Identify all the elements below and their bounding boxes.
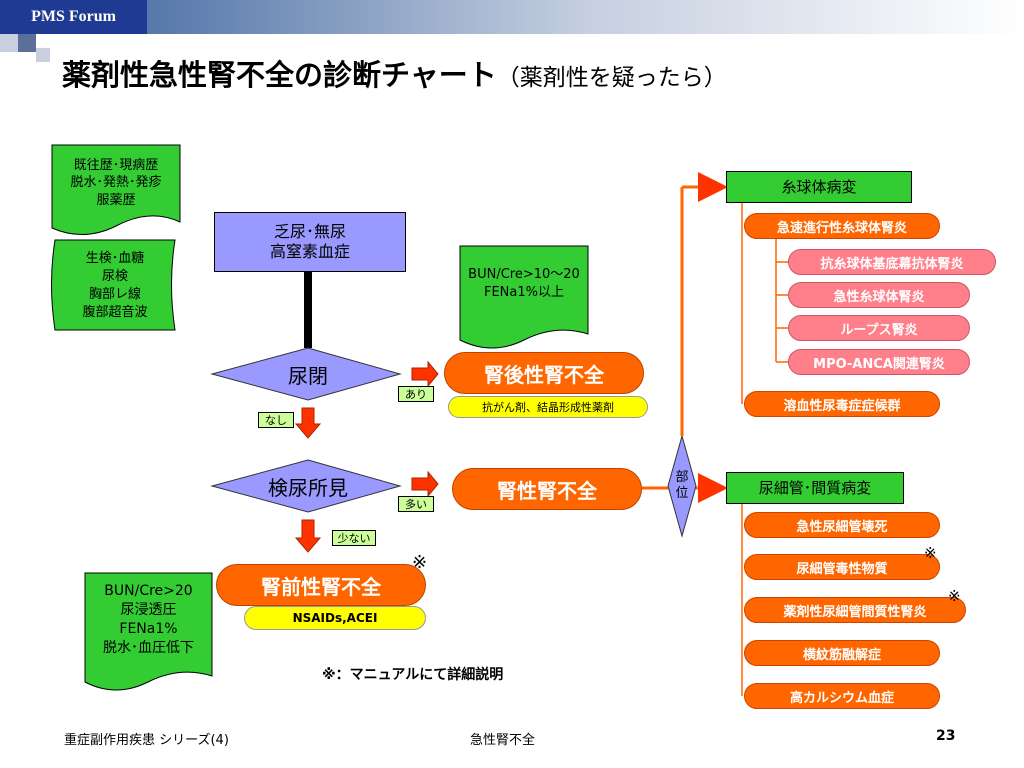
page-title: 薬剤性急性腎不全の診断チャート（薬剤性を疑ったら） bbox=[62, 52, 727, 94]
many-label: 多い bbox=[398, 496, 434, 512]
site-label-char: 部 bbox=[675, 470, 689, 486]
history-line: 脱水･発熱･発疹 bbox=[70, 175, 162, 191]
tubular-asterisk: ※ bbox=[924, 544, 937, 562]
prerenal-criteria-line: 脱水･血圧低下 bbox=[103, 639, 194, 656]
tests-note-shape bbox=[51, 239, 176, 331]
tubular-item: 高カルシウム血症 bbox=[744, 683, 940, 709]
no-label: なし bbox=[258, 412, 294, 428]
tests-line: 尿検 bbox=[101, 268, 128, 284]
renal-criteria-note: BUN/Cre>10～20 FENa1%以上 bbox=[460, 262, 588, 306]
title-main: 薬剤性急性腎不全の診断チャート bbox=[62, 58, 497, 92]
tests-note: 生検･血糖 尿検 胸部レ線 腹部超音波 bbox=[55, 244, 175, 328]
page-number: 23 bbox=[936, 728, 956, 744]
prerenal-criteria-note: BUN/Cre>20 尿浸透圧 FENa1% 脱水･血圧低下 bbox=[85, 578, 212, 662]
header-gradient-bar bbox=[147, 0, 1024, 34]
renal-criteria-line: BUN/Cre>10～20 bbox=[468, 266, 580, 282]
few-label: 少ない bbox=[332, 530, 376, 546]
renal-pill: 腎性腎不全 bbox=[452, 468, 642, 510]
prerenal-criteria-line: BUN/Cre>20 bbox=[104, 583, 193, 600]
history-note-shape bbox=[51, 144, 181, 236]
tests-line: 腹部超音波 bbox=[82, 305, 148, 321]
prerenal-criteria-note-shape bbox=[84, 572, 213, 691]
tubular-item: 急性尿細管壊死 bbox=[744, 512, 940, 538]
history-line: 服薬歴 bbox=[96, 192, 136, 208]
decision-1-label: 尿閉 bbox=[288, 363, 328, 388]
tubular-item: 横紋筋融解症 bbox=[744, 640, 940, 666]
footer-series: 重症副作用疾患 シリーズ(4) bbox=[64, 733, 229, 748]
prerenal-criteria-line: FENa1% bbox=[119, 621, 178, 637]
yes-label: あり bbox=[398, 386, 434, 402]
yes-arrow bbox=[411, 360, 439, 388]
decision-diamond-1 bbox=[210, 347, 402, 401]
tubular-item: 薬剤性尿細管間質性腎炎 bbox=[744, 597, 966, 623]
down-arrow-2 bbox=[294, 519, 322, 553]
start-box-line: 乏尿･無尿 bbox=[273, 222, 346, 241]
glomerular-sub-item: 急性糸球体腎炎 bbox=[788, 282, 970, 308]
site-diamond-label: 部 位 bbox=[668, 466, 696, 506]
tests-line: 胸部レ線 bbox=[88, 287, 141, 302]
title-sub: （薬剤性を疑ったら） bbox=[496, 65, 727, 91]
glomerular-sub-item: 抗糸球体基底幕抗体腎炎 bbox=[788, 249, 996, 275]
history-line: 既往歴･現病歴 bbox=[73, 157, 159, 173]
start-box: 乏尿･無尿 高窒素血症 bbox=[214, 212, 406, 272]
start-connector bbox=[304, 272, 312, 348]
renal-criteria-line: FENa1%以上 bbox=[483, 285, 564, 300]
manual-note: ※：マニュアルにて詳細説明 bbox=[322, 667, 504, 683]
tests-line: 生検･血糖 bbox=[85, 250, 145, 266]
prerenal-asterisk: ※ bbox=[412, 552, 428, 573]
postrenal-pill: 腎後性腎不全 bbox=[444, 352, 644, 394]
prerenal-pill: 腎前性腎不全 bbox=[216, 564, 426, 606]
renal-criteria-note-shape bbox=[459, 245, 589, 349]
site-diamond bbox=[667, 434, 697, 538]
header-decor-square bbox=[36, 48, 50, 62]
tubular-item: 尿細管毒性物質 bbox=[744, 554, 940, 580]
history-note: 既往歴･現病歴 脱水･発熱･発疹 服薬歴 bbox=[52, 150, 180, 216]
site-label-char: 位 bbox=[675, 486, 689, 501]
glomerular-sub-item: ループス腎炎 bbox=[788, 315, 970, 341]
glomerular-sub-item: MPO-ANCA関連腎炎 bbox=[788, 349, 970, 375]
postrenal-drugs-banner: 抗がん剤、結晶形成性薬剤 bbox=[448, 396, 648, 418]
footer-topic: 急性腎不全 bbox=[470, 733, 536, 748]
decision-2-label: 検尿所見 bbox=[268, 475, 348, 500]
glomerular-last-item: 溶血性尿毒症症候群 bbox=[744, 391, 940, 417]
tubular-asterisk: ※ bbox=[948, 587, 961, 605]
glomerular-header: 糸球体病変 bbox=[726, 171, 912, 203]
glomerular-main-item: 急速進行性糸球体腎炎 bbox=[744, 213, 940, 239]
start-box-line: 高窒素血症 bbox=[269, 242, 350, 261]
brand-logo: PMS Forum bbox=[0, 0, 147, 34]
prerenal-criteria-line: 尿浸透圧 bbox=[120, 602, 177, 619]
prerenal-drugs-banner: NSAIDs,ACEI bbox=[244, 606, 426, 630]
down-arrow-1 bbox=[294, 407, 322, 439]
decision-diamond-2 bbox=[210, 459, 402, 513]
header-decor-square bbox=[0, 34, 18, 52]
many-arrow bbox=[411, 470, 439, 498]
header-decor-square bbox=[18, 34, 36, 52]
tubular-header: 尿細管･間質病変 bbox=[726, 472, 904, 504]
